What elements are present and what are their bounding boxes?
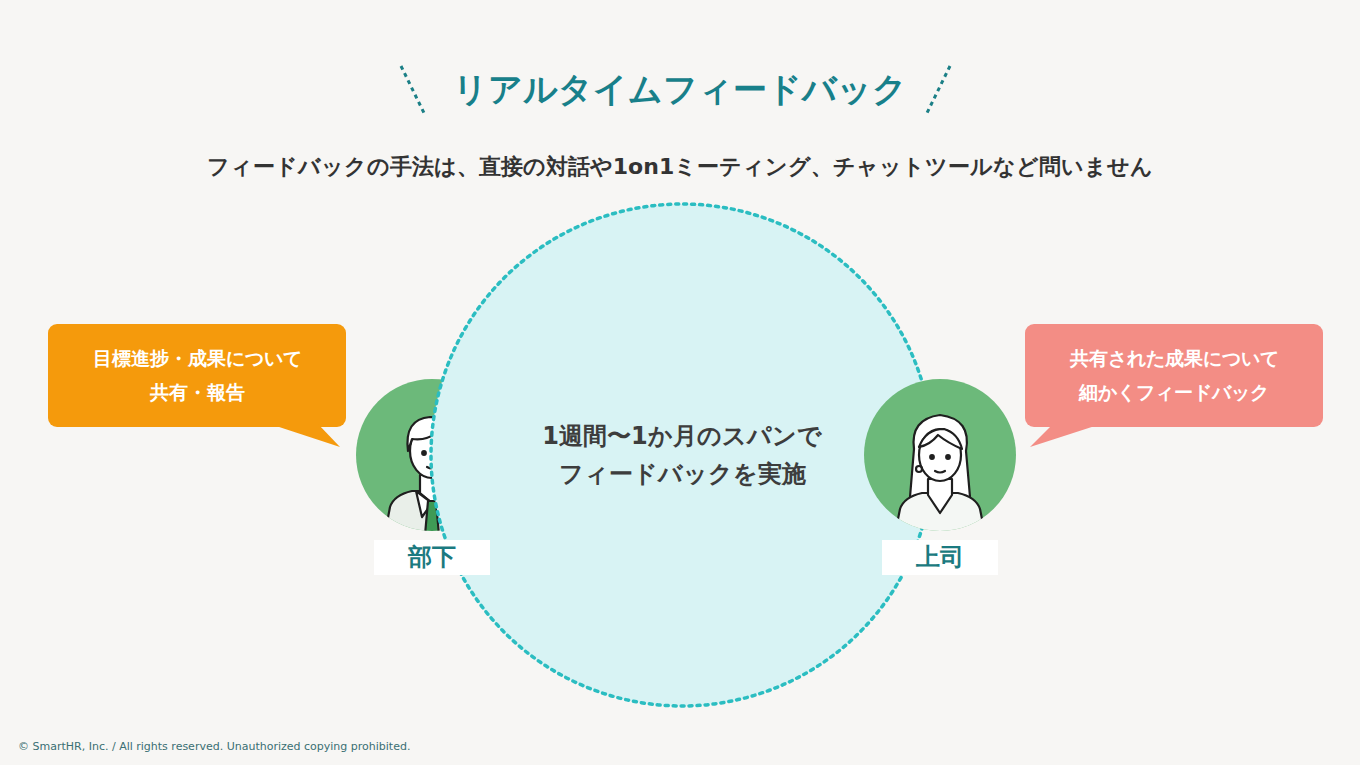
circle-shape [429, 202, 935, 708]
node-text: 1週間〜1か月のスパンで フィードバックを実施 [517, 417, 847, 494]
subtitle: フィードバックの手法は、直接の対話や1on1ミーティング、チャットツールなど問い… [0, 152, 1360, 182]
person-avatar: 上司 [864, 379, 1016, 531]
woman-illustration [894, 415, 986, 539]
node-text: 共有された成果について 細かくフィードバック [1045, 342, 1303, 409]
speech-bubble: 目標進捗・成果について 共有・報告 [48, 324, 346, 427]
cycle-circle: 1週間〜1か月のスパンで フィードバックを実施 [429, 202, 935, 708]
avatar-shape [864, 379, 1016, 531]
dotted-circle [431, 204, 933, 706]
callout-shape [1025, 324, 1323, 427]
avatar-circle [864, 379, 1016, 531]
title: リアルタイムフィードバック [0, 66, 1360, 112]
title-slash [927, 66, 950, 113]
node-text: 部下 [374, 540, 490, 575]
node-text: 目標進捗・成果について 共有・報告 [68, 342, 326, 409]
node-text: 上司 [882, 540, 998, 575]
bubble-tail [1030, 424, 1101, 447]
title-slash [401, 66, 424, 113]
bubble-tail [270, 424, 340, 447]
callout-shape [48, 324, 346, 427]
copyright-note: © SmartHR, Inc. / All rights reserved. U… [18, 740, 618, 753]
speech-bubble: 共有された成果について 細かくフィードバック [1025, 324, 1323, 427]
